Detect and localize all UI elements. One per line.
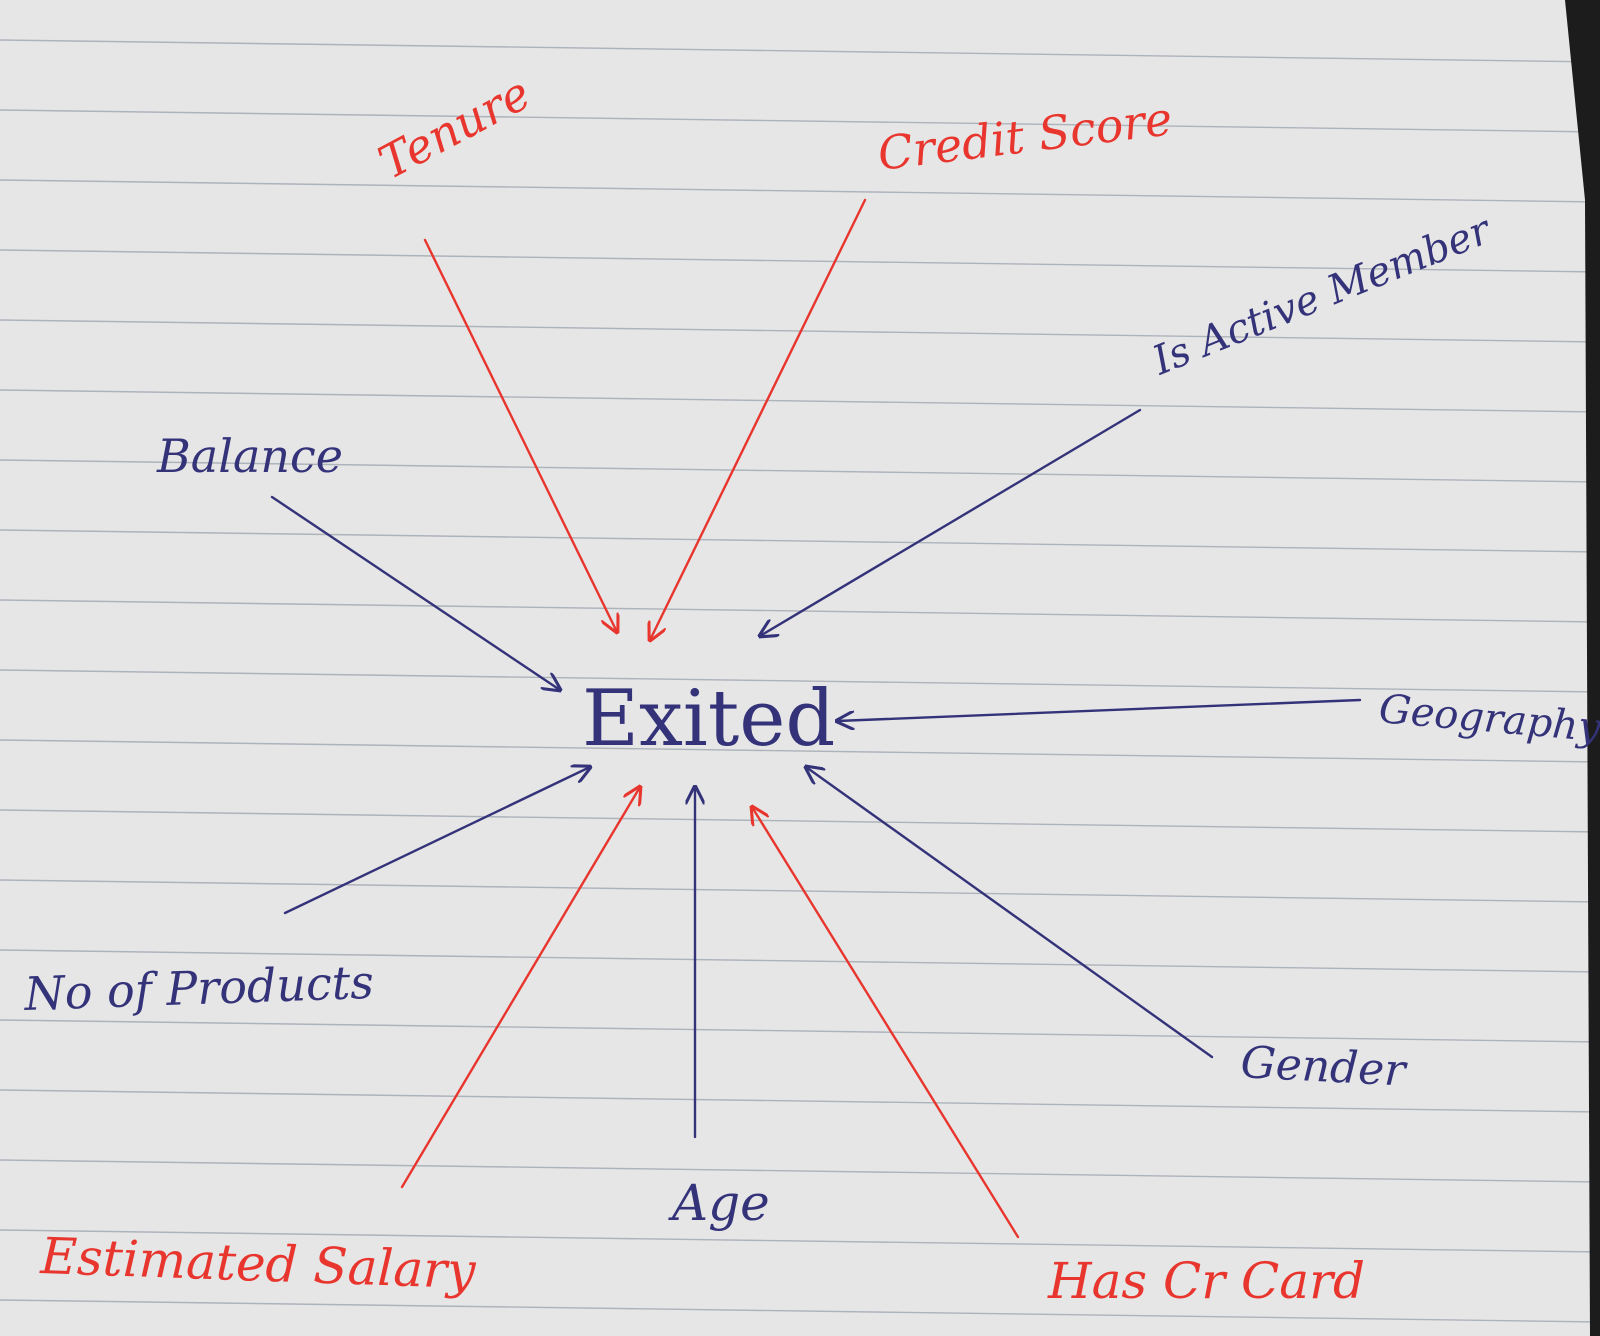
node-label-balance: Balance (156, 429, 343, 483)
ruled-line (0, 179, 1600, 203)
ruled-line (0, 669, 1600, 693)
ruled-line (0, 109, 1600, 133)
page-right-edge-shadow (1565, 0, 1600, 1336)
node-label-is-active-member: Is Active Member (1146, 206, 1500, 385)
node-label-gender: Gender (1239, 1037, 1409, 1097)
ruled-line (0, 879, 1600, 903)
ruled-line (0, 389, 1600, 413)
edge-gender-to-exited (806, 767, 1214, 1059)
edge-geography-to-exited (837, 698, 1362, 721)
ruled-line (0, 1229, 1600, 1253)
node-label-credit-score: Credit Score (875, 91, 1175, 181)
edge-is-active-member-to-exited (760, 408, 1142, 636)
ruled-line (0, 809, 1600, 833)
ruled-line (0, 949, 1600, 973)
ruled-line (0, 39, 1600, 63)
edge-tenure-to-exited (423, 238, 617, 632)
ruled-line (0, 1019, 1600, 1043)
ruled-line (0, 249, 1600, 273)
ruled-line (0, 1089, 1600, 1113)
ruled-line (0, 529, 1600, 553)
edge-balance-to-exited (270, 495, 560, 690)
notebook-ruled-lines (0, 39, 1600, 1323)
ruled-line (0, 739, 1600, 763)
edge-no-of-products-to-exited (283, 767, 590, 915)
node-label-age: Age (668, 1174, 770, 1232)
node-label-has-cr-card: Has Cr Card (1047, 1252, 1365, 1310)
ruled-line (0, 1159, 1600, 1183)
edge-estimated-salary-to-exited (400, 787, 640, 1189)
ruled-line (0, 459, 1600, 483)
center-node-exited: Exited (582, 674, 835, 764)
node-label-no-of-products: No of Products (22, 955, 374, 1021)
edge-has-cr-card-to-exited (752, 807, 1020, 1239)
node-label-estimated-salary: Estimated Salary (39, 1227, 478, 1300)
ruled-line (0, 1299, 1600, 1323)
node-label-geography: Geography (1377, 686, 1600, 751)
edges-layer (270, 198, 1362, 1239)
node-label-tenure: Tenure (370, 66, 539, 190)
edge-credit-score-to-exited (650, 198, 867, 640)
